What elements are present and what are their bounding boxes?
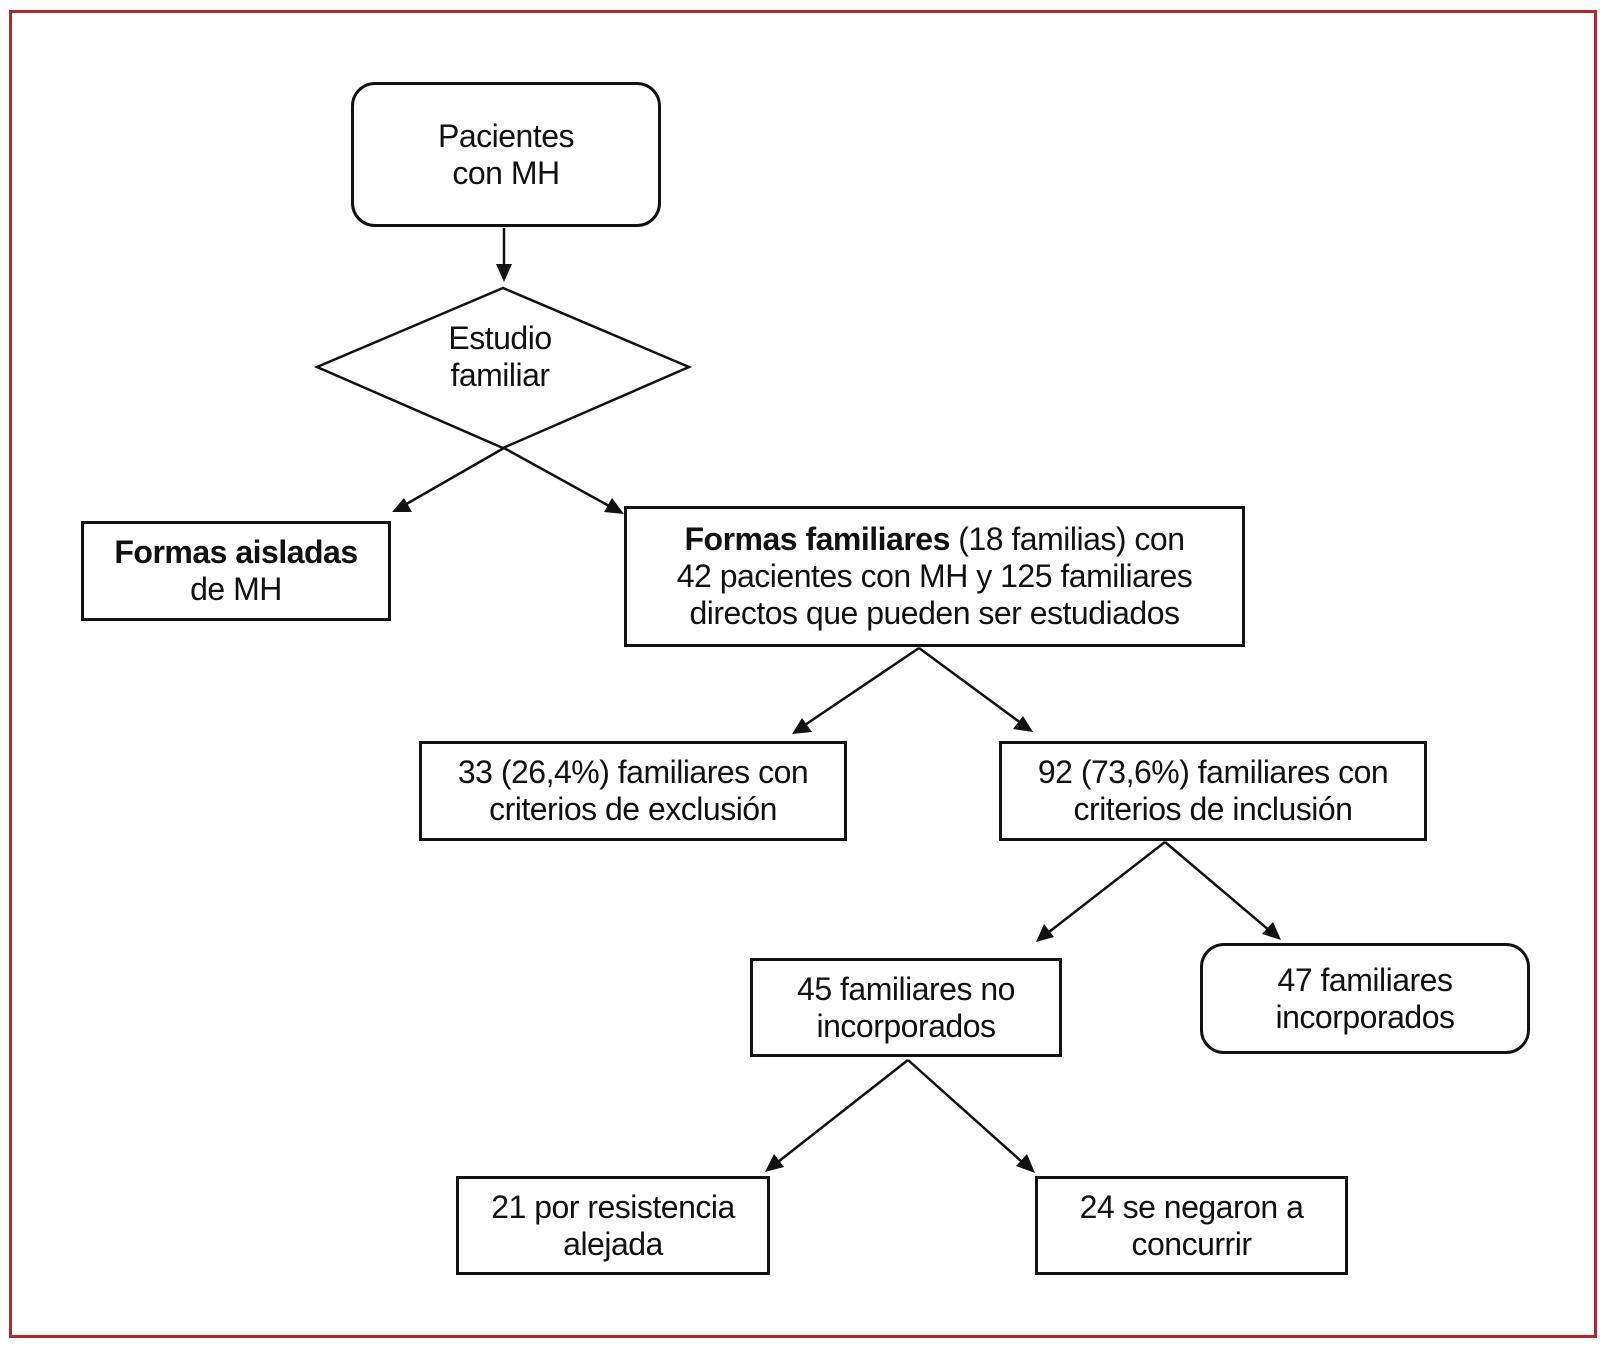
node-text: 47 familiares: [1277, 961, 1453, 998]
arrowhead: [496, 264, 512, 282]
arrow-estudio-to-familiares: [503, 446, 621, 514]
node-se-negaron-a-concurrir: 24 se negaron a concurrir: [1035, 1176, 1348, 1275]
arrow-familiares-to-inclusion: [918, 646, 1030, 731]
node-text: 24 se negaron a: [1079, 1188, 1304, 1225]
arrowhead: [1016, 1154, 1035, 1173]
arrowhead: [1262, 922, 1281, 940]
arrowhead: [792, 718, 812, 734]
node-formas-familiares: Formas familiares (18 familias) con 42 p…: [624, 506, 1245, 647]
node-text: 21 por resistencia: [491, 1188, 735, 1225]
node-formas-aisladas: Formas aisladas de MH: [81, 521, 391, 621]
arrow-no-incorporados-to-negaron: [907, 1059, 1032, 1171]
arrowhead: [604, 498, 624, 514]
node-text-bold: Formas familiares: [684, 521, 950, 557]
node-text: concurrir: [1131, 1225, 1252, 1262]
node-resistencia-alejada: 21 por resistencia alejada: [456, 1176, 770, 1275]
arrowhead: [1013, 716, 1033, 732]
node-text: incorporados: [816, 1007, 996, 1044]
node-text: criterios de inclusión: [1073, 791, 1353, 827]
node-criterios-exclusion: 33 (26,4%) familiares con criterios de e…: [419, 741, 847, 841]
node-text: directos que pueden ser estudiados: [689, 595, 1180, 631]
arrowhead: [1036, 924, 1054, 942]
node-estudio-familiar: Estudio familiar: [350, 320, 650, 394]
node-text: 42 pacientes con MH y 125 familiares: [676, 558, 1193, 594]
arrow-estudio-to-aisladas: [395, 446, 505, 512]
arrowhead: [765, 1154, 784, 1172]
node-pacientes-con-mh: Pacientes con MH: [351, 82, 661, 227]
node-text: 33 (26,4%) familiares con: [457, 754, 809, 790]
node-text: de MH: [190, 571, 282, 607]
node-text: 92 (73,6%) familiares con: [1037, 754, 1389, 790]
node-text: Pacientes: [437, 117, 575, 154]
arrow-no-incorporados-to-resistencia: [768, 1059, 909, 1170]
arrow-inclusion-to-incorporados: [1164, 841, 1278, 938]
arrowhead: [392, 498, 412, 512]
arrow-inclusion-to-no-incorporados: [1039, 841, 1166, 940]
node-criterios-inclusion: 92 (73,6%) familiares con criterios de i…: [999, 741, 1427, 841]
arrow-familiares-to-exclusion: [795, 646, 920, 733]
node-text: 45 familiares no: [797, 970, 1015, 1007]
node-familiares-incorporados: 47 familiares incorporados: [1200, 943, 1530, 1054]
node-text: (18 familias) con: [949, 521, 1185, 557]
node-text: con MH: [452, 154, 560, 191]
node-text-bold: Formas aisladas: [114, 534, 358, 570]
node-text: Estudio: [448, 320, 552, 356]
figure-frame: [9, 10, 1597, 1338]
node-familiares-no-incorporados: 45 familiares no incorporados: [750, 958, 1062, 1057]
node-text: incorporados: [1275, 998, 1456, 1035]
node-text: familiar: [450, 357, 550, 393]
node-text: alejada: [563, 1225, 663, 1262]
node-text: criterios de exclusión: [489, 791, 777, 827]
